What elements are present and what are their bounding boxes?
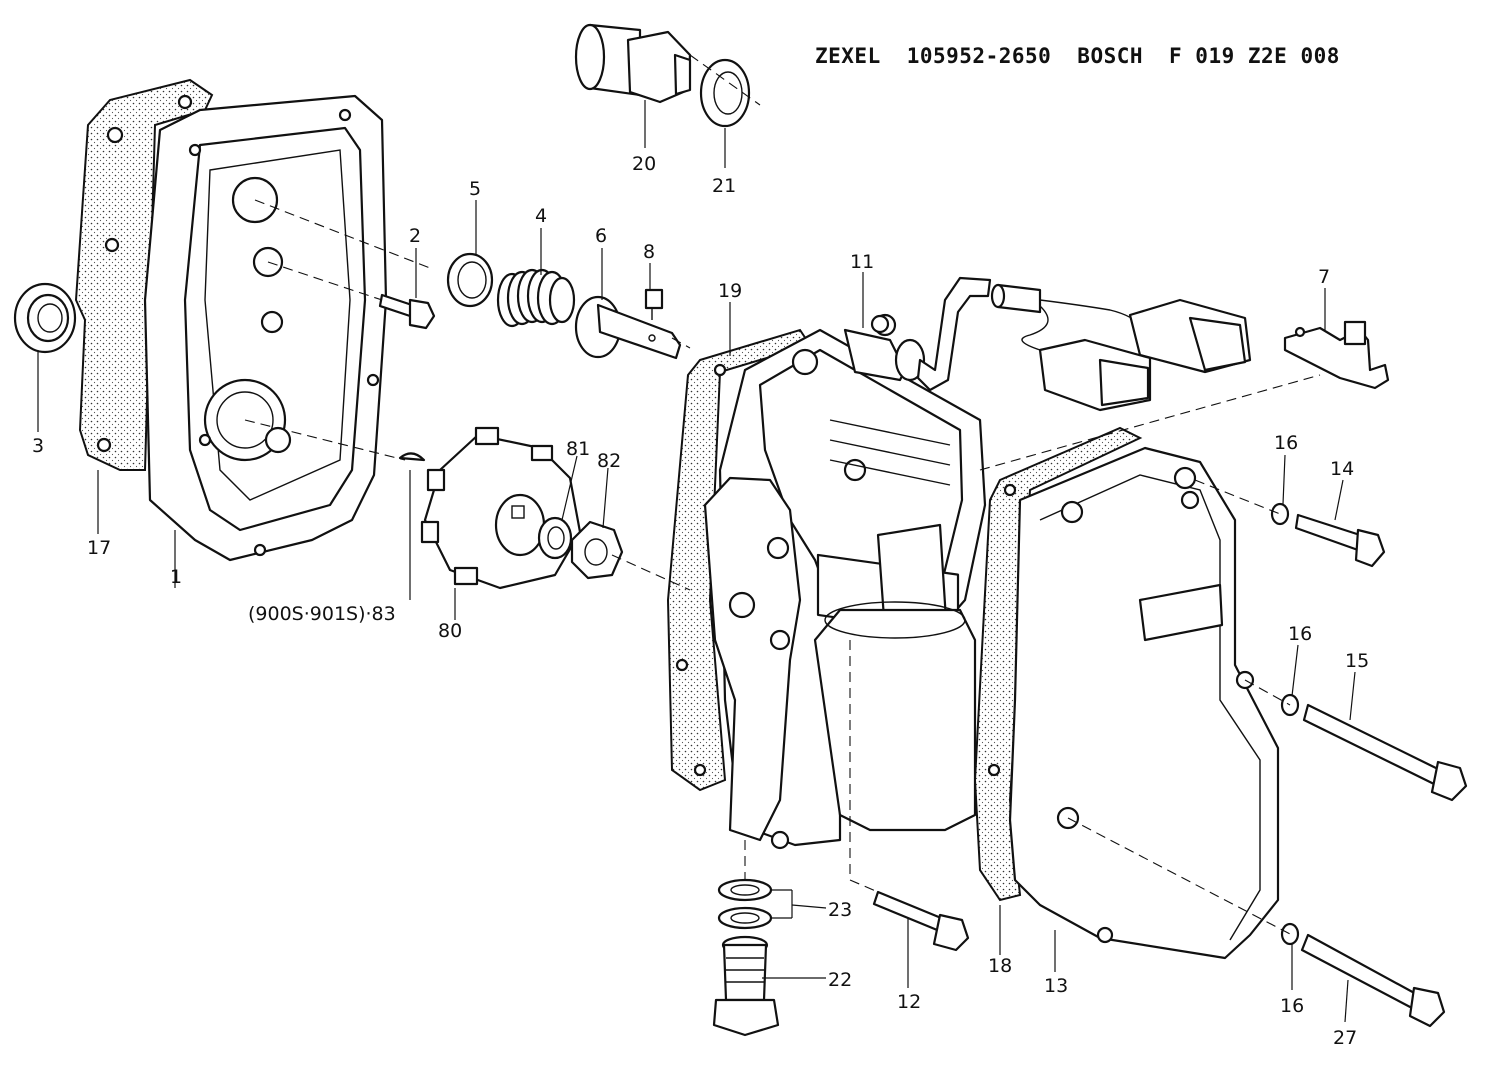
washers-23 xyxy=(717,878,773,930)
pipe-11 xyxy=(843,276,992,392)
key-83 xyxy=(398,452,426,462)
label-12: 12 xyxy=(897,991,921,1013)
right-gasket-18 xyxy=(973,426,1143,902)
banjo-bolt-22 xyxy=(712,935,780,1037)
actuator-cylinder xyxy=(813,601,977,832)
label-1: 1 xyxy=(170,566,182,588)
label-11: 11 xyxy=(850,251,874,273)
label-14: 14 xyxy=(1330,458,1354,480)
label-20: 20 xyxy=(632,153,656,175)
washer-16-top xyxy=(1270,502,1290,526)
label-21: 21 xyxy=(712,175,736,197)
snap-ring-5 xyxy=(446,252,494,308)
lever-6 xyxy=(574,295,682,360)
nut-82 xyxy=(570,520,624,580)
label-80: 80 xyxy=(438,620,462,642)
label-17: 17 xyxy=(87,537,111,559)
zexel-part-number: 105952-2650 xyxy=(906,44,1052,68)
label-16-bottom: 16 xyxy=(1280,995,1304,1017)
label-23: 23 xyxy=(828,899,852,921)
side-lever-arm xyxy=(703,476,802,850)
diagram-header: ZEXEL 105952-2650 BOSCH F 019 Z2E 008 xyxy=(815,44,1366,68)
label-22: 22 xyxy=(828,969,852,991)
sleeve-20 xyxy=(574,23,692,104)
label-2: 2 xyxy=(409,225,421,247)
bolt-2 xyxy=(378,293,436,330)
sensor-7 xyxy=(1283,320,1390,390)
label-5: 5 xyxy=(469,178,481,200)
governor-housing-1 xyxy=(143,94,388,562)
label-27: 27 xyxy=(1333,1027,1357,1049)
label-15: 15 xyxy=(1345,650,1369,672)
oil-seal-3 xyxy=(13,282,77,354)
bolt-14 xyxy=(1294,513,1386,568)
flyweight-holder-80 xyxy=(420,426,582,590)
left-gasket-17 xyxy=(74,78,214,471)
label-7: 7 xyxy=(1318,266,1330,288)
bosch-part-number: F 019 Z2E 008 xyxy=(1169,44,1340,68)
label-19: 19 xyxy=(718,280,742,302)
label-6: 6 xyxy=(595,225,607,247)
label-13: 13 xyxy=(1044,975,1068,997)
washer-21 xyxy=(699,58,751,128)
assembly-lines xyxy=(244,54,1321,935)
label-16-mid: 16 xyxy=(1288,623,1312,645)
label-8: 8 xyxy=(643,241,655,263)
label-4: 4 xyxy=(535,205,547,227)
label-3: 3 xyxy=(32,435,44,457)
wiring-harness xyxy=(990,283,1252,412)
callout-labels: 20 21 5 4 6 8 2 3 17 1 11 19 7 16 14 16 … xyxy=(32,153,1369,1049)
washer-16-bottom xyxy=(1280,922,1300,946)
washer-81 xyxy=(537,516,573,560)
maker-bosch: BOSCH xyxy=(1077,44,1144,68)
spring-4 xyxy=(496,268,576,328)
pin-8 xyxy=(644,288,664,320)
label-16-top: 16 xyxy=(1274,432,1298,454)
label-83: (900S·901S)·83 xyxy=(248,603,396,625)
label-81: 81 xyxy=(566,438,590,460)
bolt-12 xyxy=(872,890,970,952)
label-82: 82 xyxy=(597,450,621,472)
maker-zexel: ZEXEL xyxy=(815,44,881,68)
cover-13 xyxy=(1008,446,1280,960)
label-18: 18 xyxy=(988,955,1012,977)
bolt-15 xyxy=(1302,703,1468,802)
leader-lines xyxy=(37,100,1356,1023)
bolt-27 xyxy=(1300,933,1446,1028)
